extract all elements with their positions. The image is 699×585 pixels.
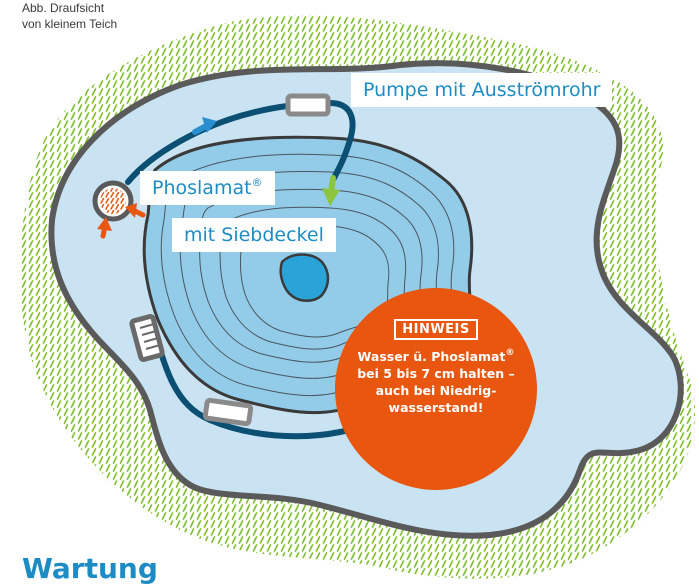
pump-icon [202, 397, 254, 427]
caption-line: Abb. Draufsicht [22, 1, 105, 15]
intake-icon [129, 314, 165, 362]
caption-line: von kleinem Teich [22, 17, 118, 31]
section-heading: Wartung [22, 552, 158, 585]
deep-center [279, 253, 330, 302]
hinweis-line-text: Wasser ü. Phoslamat [357, 349, 506, 364]
hinweis-text: Wasser ü. Phoslamat® bei 5 bis 7 cm halt… [335, 348, 537, 416]
flow-arrow-icon [192, 117, 217, 135]
phoslamat-label-text: Phoslamat [152, 177, 252, 199]
flow-arrow-icon [322, 175, 340, 206]
flow-arrow-icon [97, 217, 112, 239]
hinweis-callout: HINWEIS Wasser ü. Phoslamat® bei 5 bis 7… [335, 288, 537, 490]
figure-caption: Abb. Draufsicht von kleinem Teich [22, 0, 117, 32]
phoslamat-filter-icon [92, 180, 134, 222]
hinweis-line: Wasser ü. Phoslamat® [335, 348, 537, 365]
phoslamat-label: Phoslamat® [140, 171, 275, 205]
hinweis-line: auch bei Niedrig- [375, 383, 497, 398]
siebdeckel-label: mit Siebdeckel [172, 218, 336, 252]
pump-label-text: Pumpe mit Ausströmrohr [363, 79, 601, 101]
registered-mark: ® [505, 348, 515, 358]
pump-label: Pumpe mit Ausströmrohr [351, 73, 613, 107]
hinweis-badge: HINWEIS [394, 319, 478, 340]
pump-icon [285, 93, 331, 117]
hinweis-line: bei 5 bis 7 cm halten – [357, 366, 515, 381]
siebdeckel-label-text: mit Siebdeckel [184, 224, 324, 246]
registered-mark: ® [251, 176, 263, 189]
hinweis-line: wasserstand! [388, 400, 484, 415]
flow-arrow-icon [125, 203, 146, 218]
